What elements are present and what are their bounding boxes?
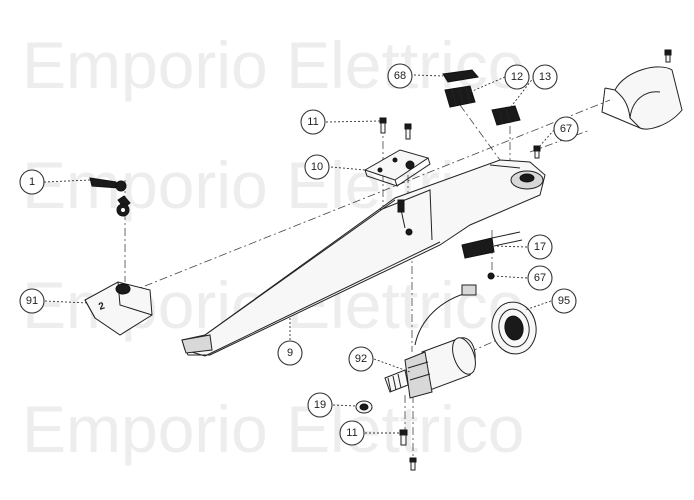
motor-cable-part: [414, 284, 477, 346]
screw-67-top-part: [533, 145, 541, 159]
callout-67-top: 67: [553, 116, 579, 142]
callout-68: 68: [387, 63, 413, 89]
callout-11-bottom: 11: [339, 420, 365, 446]
callout-19-label: 19: [314, 399, 326, 411]
screws-bottom-part: [399, 429, 417, 471]
callout-12: 12: [504, 64, 530, 90]
callout-68-label: 68: [394, 70, 406, 82]
callout-1: 1: [19, 169, 45, 195]
callout-67-bottom-label: 67: [534, 272, 546, 284]
limit-switch-part: [461, 231, 523, 280]
callout-12-label: 12: [511, 71, 523, 83]
callout-9: 9: [277, 340, 303, 366]
motor-part: [384, 337, 476, 399]
callout-11-top-label: 11: [307, 116, 318, 128]
callout-95-label: 95: [558, 295, 570, 307]
callouts: 68 12 13 11 67 10 1 17: [19, 63, 579, 446]
callout-91: 91: [19, 288, 45, 314]
watermark-text-4: Emporio Elettrico: [22, 392, 525, 466]
callout-19: 19: [307, 392, 333, 418]
callout-1-label: 1: [29, 176, 35, 188]
callout-95: 95: [551, 288, 577, 314]
callout-67-bottom: 67: [527, 265, 553, 291]
svg-text:2: 2: [97, 300, 106, 312]
callout-17-label: 17: [534, 241, 546, 253]
callout-91-label: 91: [26, 295, 38, 307]
callout-11-top: 11: [300, 109, 326, 135]
callout-67-top-label: 67: [560, 123, 572, 135]
bushing-part: [355, 400, 373, 414]
screws-top-part: [379, 117, 412, 140]
callout-10: 10: [304, 154, 330, 180]
callout-92: 92: [348, 346, 374, 372]
operator-housing-part: [181, 159, 546, 357]
flange-ring-part: [491, 301, 537, 355]
callout-92-label: 92: [355, 353, 367, 365]
callout-10-label: 10: [311, 161, 323, 173]
key-cover-part: 2: [84, 281, 153, 336]
mounting-plate-part: [363, 149, 431, 187]
callout-13-label: 13: [539, 71, 551, 83]
callout-13: 13: [532, 64, 558, 90]
callout-17: 17: [527, 234, 553, 260]
watermark-text-1: Emporio Elettrico: [22, 28, 525, 102]
callout-11-bottom-label: 11: [346, 427, 357, 439]
leader-lines: [43, 74, 555, 434]
callout-9-label: 9: [287, 347, 293, 359]
terminal-blocks-part: [442, 69, 521, 126]
end-cap-part: [601, 49, 683, 130]
keys-part: [89, 177, 131, 217]
